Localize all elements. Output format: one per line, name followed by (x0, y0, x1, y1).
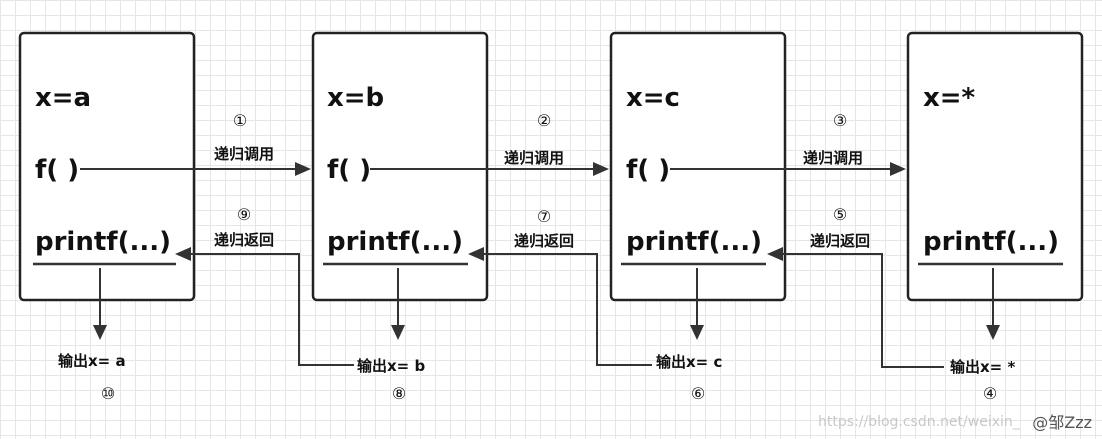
frame-2-print: printf(...) (327, 227, 463, 257)
output-text-4: 输出x= * (950, 358, 1015, 376)
output-text-1: 输出x= a (58, 352, 126, 370)
output-arrow-2-head (391, 325, 405, 340)
frame-3-print: printf(...) (626, 227, 762, 257)
frame-2-assign: x=b (327, 83, 384, 113)
frame-2-call: f( ) (327, 155, 371, 185)
frame-4-assign: x=* (923, 83, 976, 113)
frame-box-2 (311, 31, 489, 302)
return-label-3: 递归返回 (810, 232, 870, 250)
call-step-1: ① (233, 111, 247, 130)
output-arrow-4-head (986, 325, 1000, 340)
frame-1-assign: x=a (35, 83, 91, 113)
call-arrow-1-head (295, 162, 311, 176)
output-step-1: ⑩ (101, 384, 115, 403)
call-arrow-3-head (890, 162, 906, 176)
call-label-2: 递归调用 (504, 149, 564, 167)
watermark-author: @邹Zzz (1032, 413, 1092, 432)
return-step-3: ⑤ (833, 205, 847, 224)
output-text-3: 输出x= c (656, 353, 722, 371)
frame-box-1 (18, 31, 196, 302)
output-step-2: ⑧ (392, 384, 406, 403)
watermark-url: https://blog.csdn.net/weixin_ (818, 414, 1021, 430)
frame-4-print: printf(...) (923, 227, 1059, 257)
output-text-2: 输出x= b (357, 357, 425, 375)
output-step-3: ⑥ (691, 384, 705, 403)
output-step-4: ④ (983, 384, 997, 403)
call-arrow-2-head (593, 162, 609, 176)
call-step-2: ② (537, 111, 551, 130)
return-label-1: 递归返回 (214, 231, 274, 249)
return-arrow-2 (483, 253, 652, 366)
return-step-1: ⑨ (237, 205, 251, 224)
return-arrow-3 (782, 253, 944, 368)
call-label-1: 递归调用 (214, 145, 274, 163)
output-arrow-3-head (690, 325, 704, 340)
frame-3-assign: x=c (626, 83, 680, 113)
return-arrow-1 (190, 253, 354, 366)
frame-1-print: printf(...) (35, 227, 171, 257)
frame-box-4 (906, 31, 1084, 302)
call-label-3: 递归调用 (803, 149, 863, 167)
return-label-2: 递归返回 (514, 232, 574, 250)
return-step-2: ⑦ (537, 207, 551, 226)
call-step-3: ③ (833, 111, 847, 130)
return-arrow-3-head (767, 247, 783, 261)
output-arrow-1-head (93, 325, 107, 340)
return-arrow-1-head (175, 247, 191, 261)
frame-3-call: f( ) (626, 155, 670, 185)
frame-1-call: f( ) (35, 155, 79, 185)
return-arrow-2-head (468, 247, 484, 261)
